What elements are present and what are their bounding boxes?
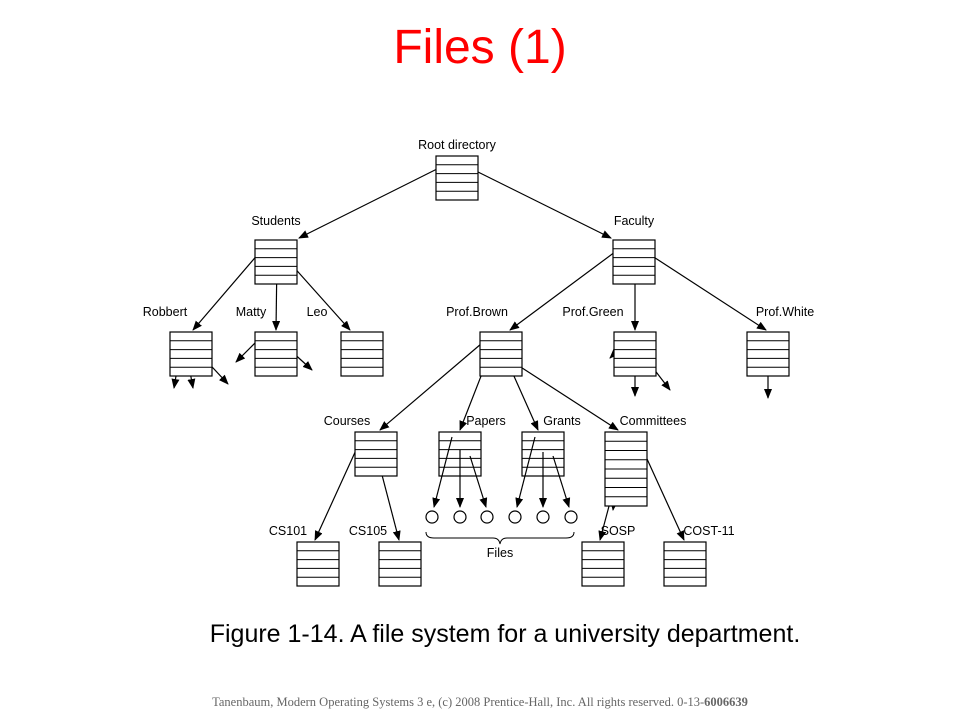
copyright-footer: Tanenbaum, Modern Operating Systems 3 e,… (0, 695, 960, 710)
node-label-prof-green: Prof.Green (562, 305, 623, 319)
node-label-faculty: Faculty (614, 214, 655, 228)
node-label-sosp: SOSP (601, 524, 636, 538)
footer-text: Tanenbaum, Modern Operating Systems 3 e,… (212, 695, 705, 709)
node-label-cs105: CS105 (349, 524, 387, 538)
directory-box-committees (604, 431, 648, 507)
directory-box-robbert (169, 331, 213, 377)
directory-box-prof-brown (479, 331, 523, 377)
figure-caption: Figure 1-14. A file system for a univers… (209, 620, 801, 648)
edge-faculty-to-prof-white (645, 251, 767, 331)
node-label-papers: Papers (466, 414, 506, 428)
file-circle-2 (480, 510, 494, 524)
file-arrow-0 (432, 436, 453, 508)
slide-title: Files (1) (393, 21, 567, 74)
directory-box-cs101 (296, 541, 340, 587)
directory-box-sosp (581, 541, 625, 587)
edge-root-to-faculty (473, 169, 612, 239)
node-label-cost-11: COST-11 (683, 524, 734, 538)
file-arrow-5 (552, 455, 571, 508)
node-label-prof-brown: Prof.Brown (446, 305, 508, 319)
node-label-matty: Matty (236, 305, 267, 319)
file-circle-3 (508, 510, 522, 524)
directory-box-cost-11 (663, 541, 707, 587)
node-label-prof-white: Prof.White (756, 305, 814, 319)
edge-prof-brown-to-courses (379, 337, 489, 431)
edge-courses-to-cs101 (314, 436, 363, 541)
footer-isbn: 6006639 (704, 695, 748, 709)
file-arrow-2 (469, 455, 488, 508)
file-circle-1 (453, 510, 467, 524)
directory-box-courses (354, 431, 398, 477)
file-circle-5 (564, 510, 578, 524)
edge-faculty-to-prof-brown (509, 245, 624, 331)
directory-box-prof-white (746, 331, 790, 377)
node-label-robbert: Robbert (143, 305, 188, 319)
edge-students-to-robbert (192, 245, 266, 331)
edge-prof-brown-to-committees (515, 363, 619, 431)
node-label-committees: Committees (620, 414, 687, 428)
file-circle-4 (536, 510, 550, 524)
directory-box-cs105 (378, 541, 422, 587)
file-arrow-3 (515, 436, 536, 508)
node-label-courses: Courses (324, 414, 371, 428)
node-label-root: Root directory (418, 138, 497, 152)
node-label-students: Students (251, 214, 300, 228)
directory-box-leo (340, 331, 384, 377)
node-label-cs101: CS101 (269, 524, 307, 538)
directory-box-matty (254, 331, 298, 377)
node-label-grants: Grants (543, 414, 581, 428)
directory-box-faculty (612, 239, 656, 285)
file-circle-0 (425, 510, 439, 524)
edge-students-to-leo (290, 263, 351, 331)
node-label-leo: Leo (307, 305, 328, 319)
files-brace (425, 531, 575, 545)
files-label: Files (487, 546, 513, 560)
stub-arrow-matty-3 (235, 339, 259, 363)
edge-root-to-students (298, 167, 440, 239)
directory-box-root (435, 155, 479, 201)
directory-box-students (254, 239, 298, 285)
directory-box-prof-green (613, 331, 657, 377)
